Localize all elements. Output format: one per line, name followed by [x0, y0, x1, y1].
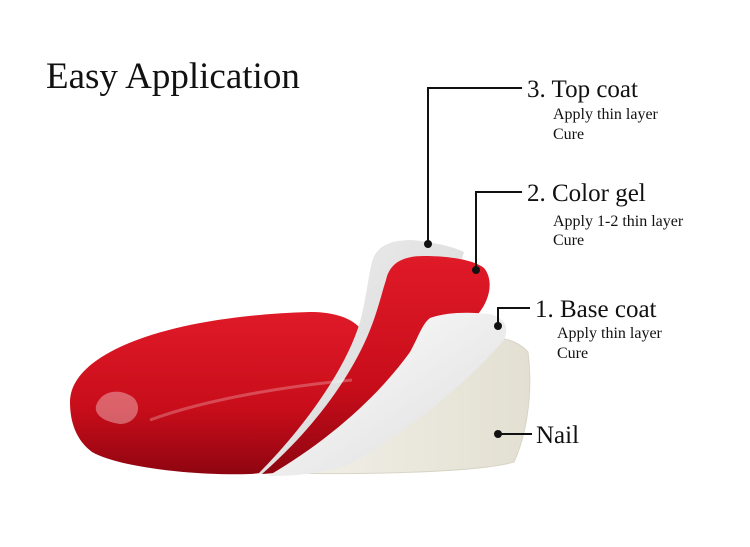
callout-lines: [427, 87, 532, 435]
top-coat-step-2: Cure: [553, 126, 585, 143]
callout-dot-color-gel: [472, 266, 480, 274]
callout-line-color-gel: [475, 191, 522, 270]
callout-dot-top-coat: [424, 240, 432, 248]
base-coat-step-1: Apply thin layer: [557, 325, 662, 342]
polish-highlight: [95, 391, 139, 424]
color-gel-label: 2. Color gel: [527, 180, 646, 207]
callout-dots: [424, 240, 502, 438]
color-gel-layer: [262, 256, 490, 474]
color-gel-step-1: Apply 1-2 thin layer: [553, 213, 684, 230]
callout-dot-nail: [494, 430, 502, 438]
base-coat-label: 1. Base coat: [535, 296, 657, 323]
top-coat-label: 3. Top coat: [527, 76, 638, 103]
base-coat-step-2: Cure: [557, 345, 589, 362]
callout-line-base-coat: [497, 307, 530, 326]
base-coat-layer: [268, 312, 507, 476]
top-coat-step-1: Apply thin layer: [553, 106, 658, 123]
polish-body: [70, 312, 368, 475]
polish-highlight-line: [149, 378, 353, 422]
page-title: Easy Application: [46, 56, 300, 97]
callout-dot-base-coat: [494, 322, 502, 330]
callout-line-top-coat: [427, 87, 522, 244]
nail-label: Nail: [536, 422, 580, 449]
color-gel-step-2: Cure: [553, 232, 585, 249]
